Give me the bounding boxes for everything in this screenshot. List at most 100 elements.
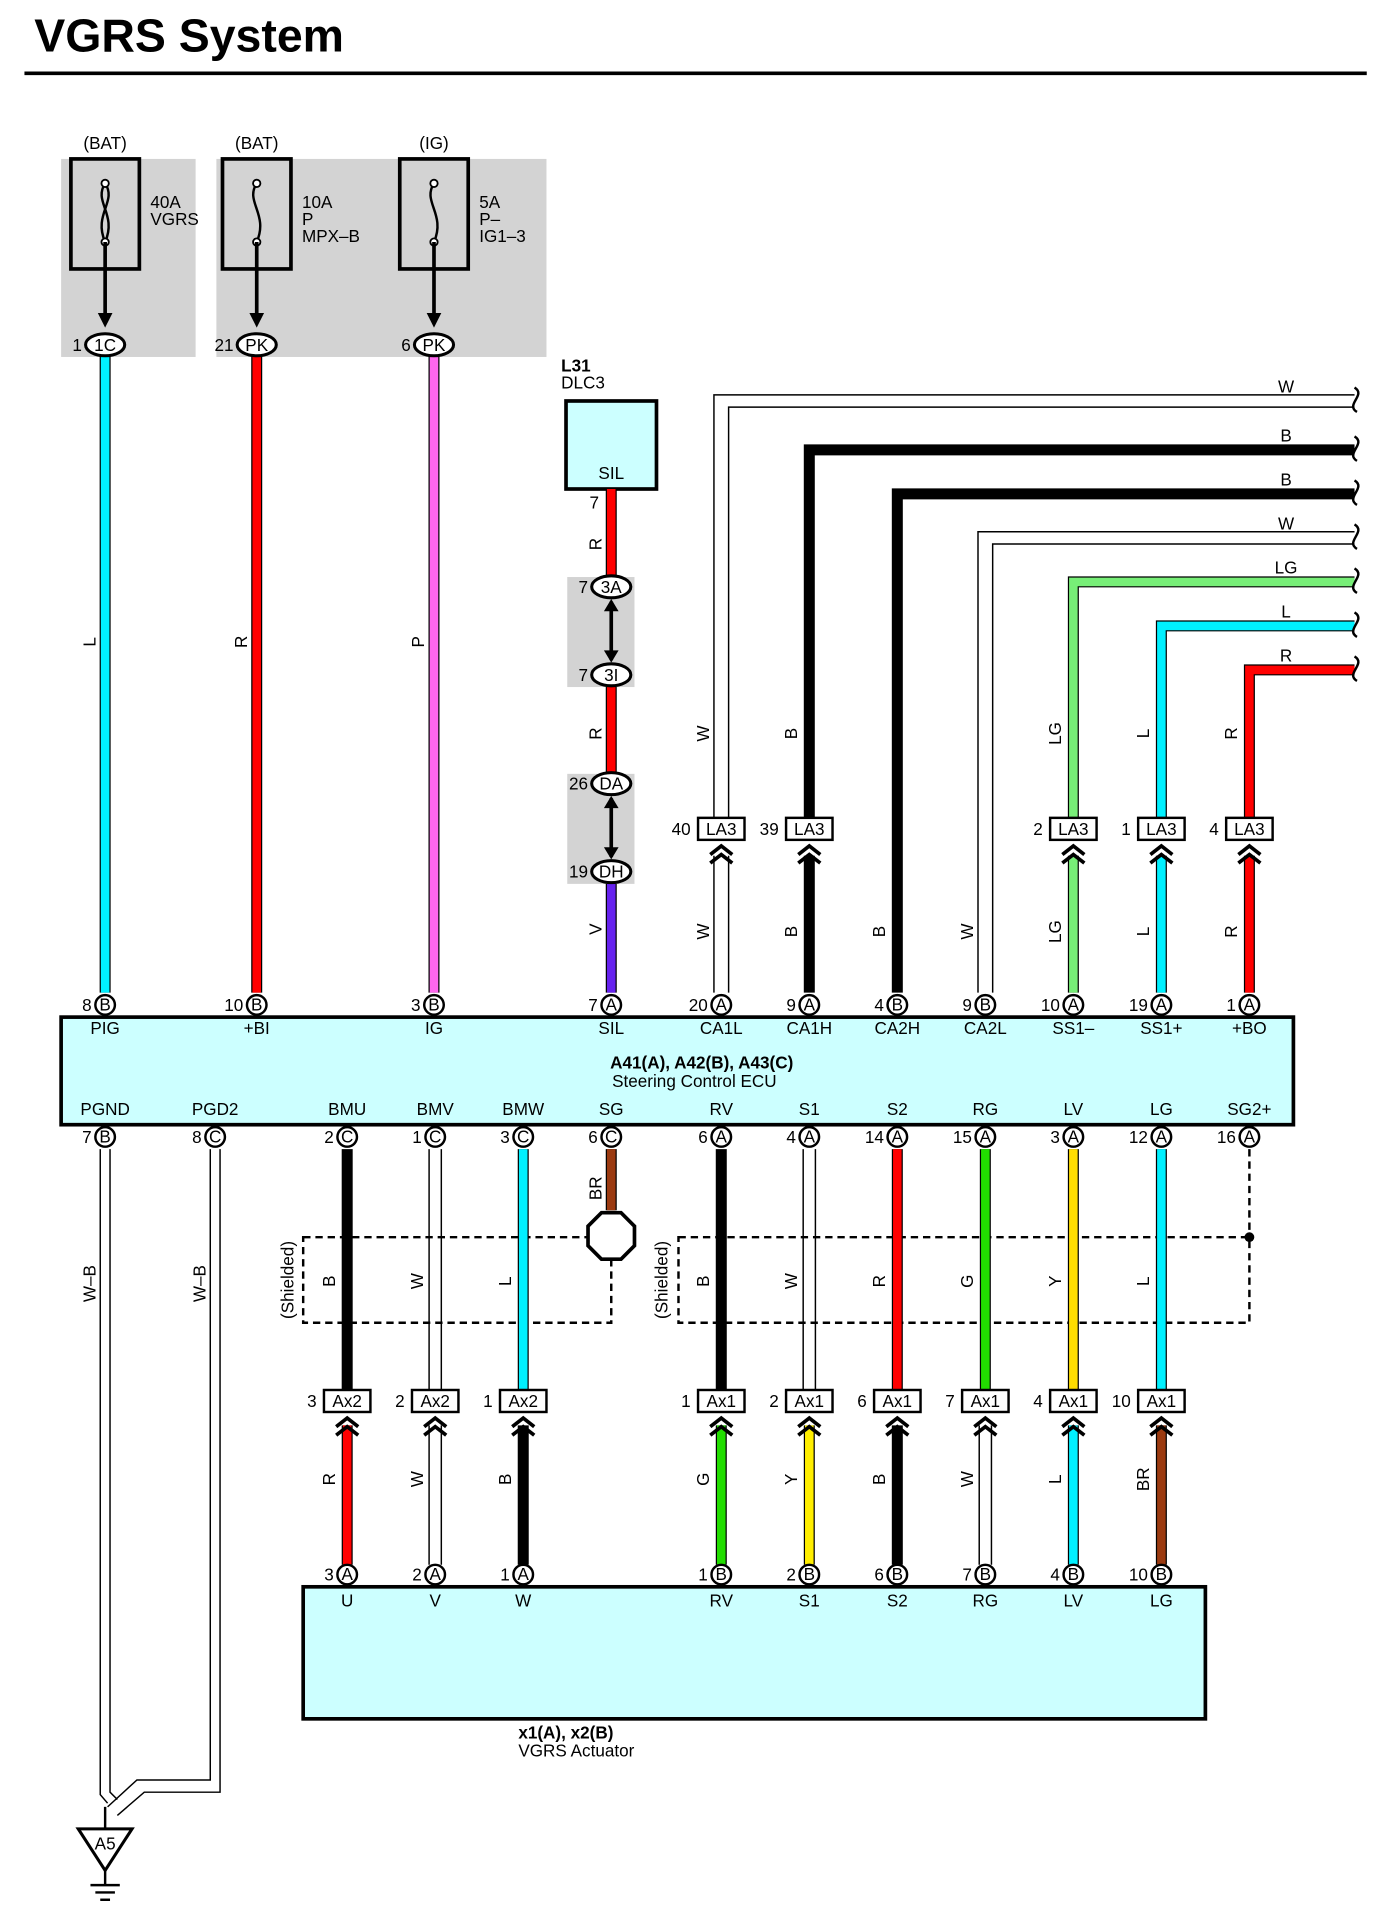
junction-1-bottom-terminal-label: 3I [604,666,618,685]
actuator-3-pin [512,1563,535,1586]
lower-8-chevron [1061,1415,1086,1429]
actuator-9-pin-letter: B [1156,1565,1167,1584]
bus-1-chevron [709,843,734,856]
lower-upper-color-3: L [496,1276,515,1286]
fuse-bg-2 [216,158,547,357]
ground-wire-1 [99,1149,109,1804]
bus-1-connector-pin: 40 [672,820,691,839]
junction-2-top-terminal-pin: 26 [569,775,588,794]
ecu-bottom-12-pin-number: 12 [1129,1128,1148,1147]
ecu-top-4-pin-number: 7 [588,996,598,1015]
ground-label: A5 [95,1835,116,1854]
fuse-icon-2 [251,182,262,243]
ecu-bottom-6-pin-letter: C [605,1127,617,1146]
lower-upper-color-4: B [694,1275,713,1286]
bus-wire-6 [1157,621,1355,822]
lower-lower-color-2: W [408,1470,427,1487]
lower-6-chevron [885,1415,910,1429]
lower-9-connector-label: Ax1 [1147,1392,1176,1411]
ecu-top-3-pin-number: 3 [411,996,421,1015]
lower-lower-color-3: B [496,1474,515,1485]
bus-name-3: B [1280,470,1291,489]
actuator-term-1: U [341,1591,353,1610]
bus-bottom-color-5: LG [1046,920,1065,943]
ground-wire-color-1: W–B [80,1265,99,1302]
junction-1-bottom-terminal [590,662,633,688]
lower-6-connector-pin: 6 [857,1392,867,1411]
ecu-bottom-3-pin-number: 2 [324,1128,334,1147]
ecu-bottom-10-pin-letter: A [980,1127,992,1146]
actuator-6-pin [886,1563,909,1586]
bus-break [1351,655,1360,682]
ecu-bottom-1-pin-letter: B [99,1127,110,1146]
junction-1-bottom-terminal-pin: 7 [579,666,589,685]
ecu-bottom-2-pin [204,1125,227,1148]
bus-7-connector [1224,816,1274,842]
ecu-bottom-2-pin-letter: C [209,1127,221,1146]
lower-2-connector-pin: 2 [395,1392,405,1411]
actuator-term-2: V [429,1591,441,1610]
ecu-bottom-9-pin-letter: A [892,1127,904,1146]
fuse-node [100,178,110,188]
bus-1-connector [696,816,746,842]
lower-3-connector [498,1388,548,1414]
ecu-bus-term-1: CA1L [700,1019,743,1038]
lower-9-chevron [1149,1415,1174,1429]
bus-bottom-color-2: B [782,926,801,937]
ecu-bottom-term-13: SG2+ [1227,1100,1271,1119]
lower-3-chevron [511,1415,536,1429]
sg-shield-ground [586,1210,637,1262]
lower-1-connector [322,1388,372,1414]
sg-wire-color: BR [586,1176,605,1200]
ecu-bus-6-pin [1150,993,1173,1016]
bus-5-chevron [1061,843,1086,856]
ecu-top-1-pin [94,993,117,1016]
actuator-term-4: RV [710,1591,734,1610]
ecu-bus-1-pin-letter: A [716,995,728,1014]
ecu-bottom-13-pin-number: 16 [1217,1128,1236,1147]
ecu-bus-4-pin [974,993,997,1016]
bus-2-connector-label: LA3 [794,820,824,839]
ecu-bus-1-pin-number: 20 [689,996,708,1015]
actuator-term-3: W [515,1591,532,1610]
actuator-term-5: S1 [799,1591,820,1610]
actuator-5-pin [798,1563,821,1586]
bus-break [1351,479,1360,506]
fuse-wire-color-2: R [232,636,251,648]
bus-wire-7 [1245,665,1355,822]
bus-wire-6-outline [1155,620,1355,822]
ecu-bottom-12-pin-letter: A [1156,1127,1168,1146]
ground-wire-2 [107,1149,212,1808]
ecu-bottom-5-pin-number: 3 [500,1128,510,1147]
shield-label-1: (Shielded) [278,1241,297,1319]
bus-5-chevron [1061,852,1086,865]
lower-5-connector-pin: 2 [769,1392,779,1411]
lower-5-connector-label: Ax1 [795,1392,824,1411]
fuse-3-terminal [412,332,456,358]
actuator-2-pin-letter: A [429,1565,441,1584]
ecu-bus-7-pin [1238,993,1261,1016]
ecu-bus-2-pin-number: 9 [786,996,796,1015]
lower-8-connector-pin: 4 [1033,1392,1043,1411]
bus-2-chevron [797,852,822,865]
ecu-bottom-1-pin [94,1125,117,1148]
fuse-node [429,178,439,188]
actuator-4-pin-number: 1 [698,1566,708,1585]
bus-6-connector [1136,816,1186,842]
dlc3-pin: 7 [590,494,600,513]
lower-upper-color-7: G [958,1275,977,1288]
ecu-bottom-1-pin-number: 7 [82,1128,92,1147]
ecu-bottom-term-6: SG [599,1100,624,1119]
fuse-supply-2: (BAT) [235,134,278,153]
fuse-2-terminal-label: PK [245,336,268,355]
lower-8-chevron [1061,1424,1086,1437]
lower-lower-color-6: B [870,1474,889,1485]
fuse-rating-1: 40A [150,193,181,212]
fuse-rating-3: 5A [479,193,501,212]
ecu-bus-term-7: +BO [1232,1019,1267,1038]
lower-2-connector-label: Ax2 [420,1392,449,1411]
bus-bottom-color-6: L [1134,927,1153,937]
ecu-label: A41(A), A42(B), A43(C) [610,1053,793,1072]
lower-lower-color-9: BR [1134,1467,1153,1491]
lower-7-connector-pin: 7 [945,1392,955,1411]
